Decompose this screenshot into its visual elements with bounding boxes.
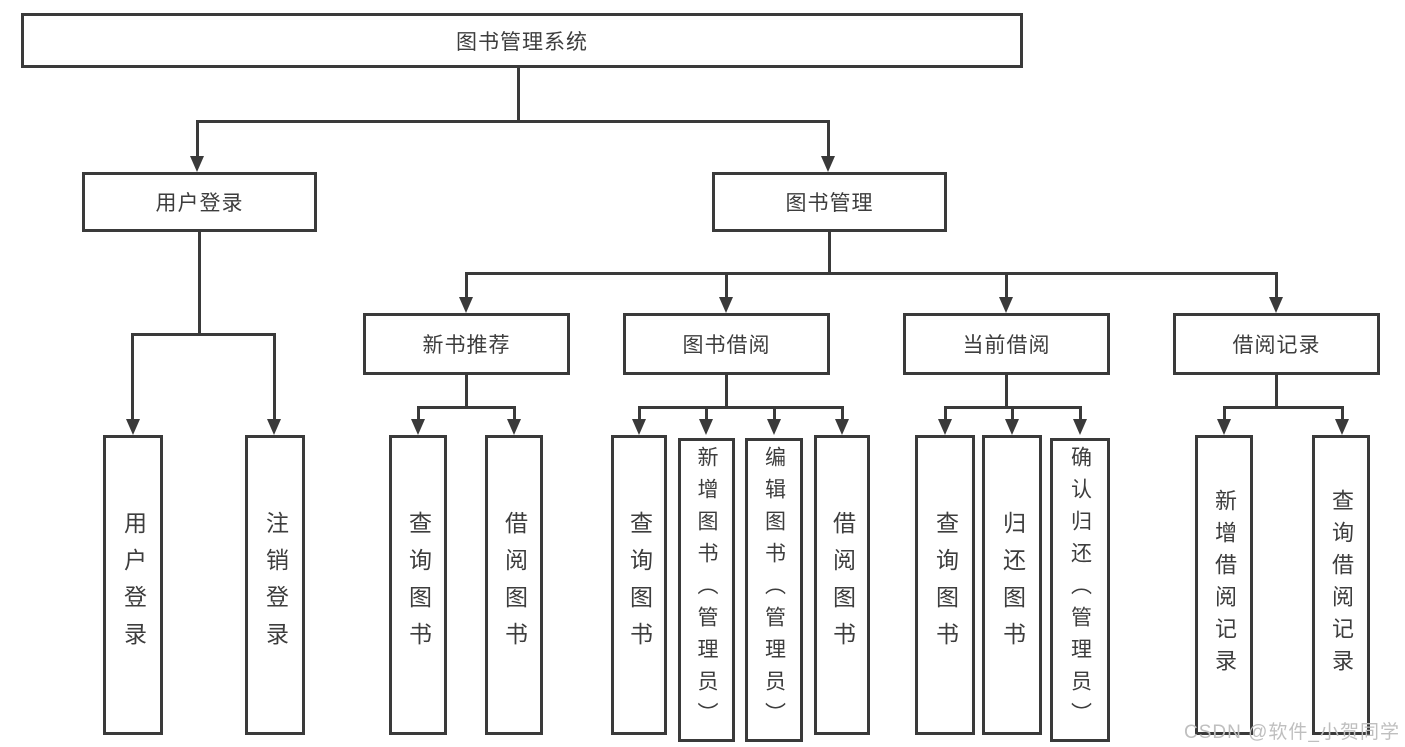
leaf-borrow-books-1: 借阅图书 [485, 435, 543, 735]
arrow-down-icon [1073, 419, 1087, 435]
node-label: 图书管理 [785, 192, 874, 215]
node-label: 图书管理系统 [456, 30, 588, 54]
arrow-down-icon [411, 419, 425, 435]
connector-segment [1341, 406, 1344, 421]
leaf-add-borrow-record: 新增借阅记录 [1195, 435, 1253, 735]
connector-segment [465, 373, 468, 409]
arrow-down-icon [126, 419, 140, 435]
leaf-label: 编辑图书（管理员） [762, 446, 786, 734]
connector-segment [828, 230, 831, 274]
leaf-label: 查询图书 [932, 511, 959, 659]
node-label: 当前借阅 [962, 334, 1051, 357]
arrow-down-icon [507, 419, 521, 435]
connector-segment [196, 120, 830, 123]
arrow-down-icon [459, 297, 473, 313]
connector-segment [827, 120, 830, 158]
arrow-down-icon [699, 419, 713, 435]
arrow-down-icon [1217, 419, 1231, 435]
arrow-down-icon [1269, 297, 1283, 313]
connector-segment [1005, 272, 1008, 298]
leaf-label: 查询图书 [626, 511, 653, 659]
connector-segment [196, 120, 199, 158]
node-label: 新书推荐 [422, 334, 511, 357]
node-label: 图书借阅 [682, 334, 771, 357]
connector-segment [638, 406, 844, 409]
connector-segment [725, 373, 728, 409]
leaf-edit-books-admin: 编辑图书（管理员） [745, 438, 803, 742]
leaf-return-books: 归还图书 [982, 435, 1042, 735]
leaf-borrow-books-2: 借阅图书 [814, 435, 870, 735]
connector-segment [1011, 406, 1014, 421]
csdn-watermark: CSDN @软件_小贺同学 [1184, 722, 1400, 743]
leaf-label: 新增图书（管理员） [695, 446, 718, 734]
connector-segment [705, 406, 708, 421]
node-book-management-system: 图书管理系统 [21, 13, 1023, 68]
leaf-label: 用户登录 [120, 511, 147, 659]
leaf-user-login: 用户登录 [103, 435, 163, 735]
arrow-down-icon [1335, 419, 1349, 435]
leaf-query-books-2: 查询图书 [611, 435, 667, 735]
arrow-down-icon [1005, 419, 1019, 435]
connector-segment [513, 406, 516, 421]
connector-segment [273, 333, 276, 421]
arrow-down-icon [267, 419, 281, 435]
arrow-down-icon [190, 156, 204, 172]
connector-segment [1275, 272, 1278, 298]
leaf-label: 确认归还（管理员） [1068, 446, 1092, 734]
leaf-label: 新增借阅记录 [1212, 489, 1237, 681]
leaf-label: 查询借阅记录 [1329, 489, 1354, 681]
leaf-logout: 注销登录 [245, 435, 305, 735]
node-book-borrowing: 图书借阅 [623, 313, 830, 375]
arrow-down-icon [719, 297, 733, 313]
arrow-down-icon [767, 419, 781, 435]
connector-segment [1223, 406, 1226, 421]
leaf-add-books-admin: 新增图书（管理员） [678, 438, 735, 742]
connector-segment [198, 230, 201, 335]
node-book-management: 图书管理 [712, 172, 947, 232]
leaf-label: 注销登录 [262, 511, 289, 659]
leaf-label: 查询图书 [405, 511, 432, 659]
connector-segment [417, 406, 515, 409]
connector-segment [465, 272, 1277, 275]
arrow-down-icon [938, 419, 952, 435]
connector-segment [1005, 373, 1008, 409]
arrow-down-icon [821, 156, 835, 172]
node-borrowing-records: 借阅记录 [1173, 313, 1380, 375]
node-label: 用户登录 [155, 192, 244, 215]
connector-segment [841, 406, 844, 421]
connector-segment [465, 272, 468, 298]
leaf-confirm-return-admin: 确认归还（管理员） [1050, 438, 1110, 742]
connector-segment [132, 333, 276, 336]
arrow-down-icon [999, 297, 1013, 313]
leaf-label: 借阅图书 [829, 511, 856, 659]
connector-segment [725, 272, 728, 298]
leaf-query-borrow-record: 查询借阅记录 [1312, 435, 1370, 735]
connector-segment [1079, 406, 1082, 421]
arrow-down-icon [835, 419, 849, 435]
connector-segment [517, 66, 520, 122]
arrow-down-icon [632, 419, 646, 435]
connector-segment [131, 333, 134, 421]
leaf-label: 借阅图书 [501, 511, 528, 659]
connector-segment [1223, 406, 1344, 409]
node-current-borrowing: 当前借阅 [903, 313, 1110, 375]
node-user-login: 用户登录 [82, 172, 317, 232]
connector-segment [944, 406, 947, 421]
node-new-book-recommend: 新书推荐 [363, 313, 570, 375]
connector-segment [1275, 373, 1278, 409]
leaf-query-books-1: 查询图书 [389, 435, 447, 735]
node-label: 借阅记录 [1232, 334, 1321, 357]
connector-segment [417, 406, 420, 421]
connector-segment [638, 406, 641, 421]
connector-segment [773, 406, 776, 421]
leaf-label: 归还图书 [999, 511, 1026, 659]
leaf-query-books-3: 查询图书 [915, 435, 975, 735]
